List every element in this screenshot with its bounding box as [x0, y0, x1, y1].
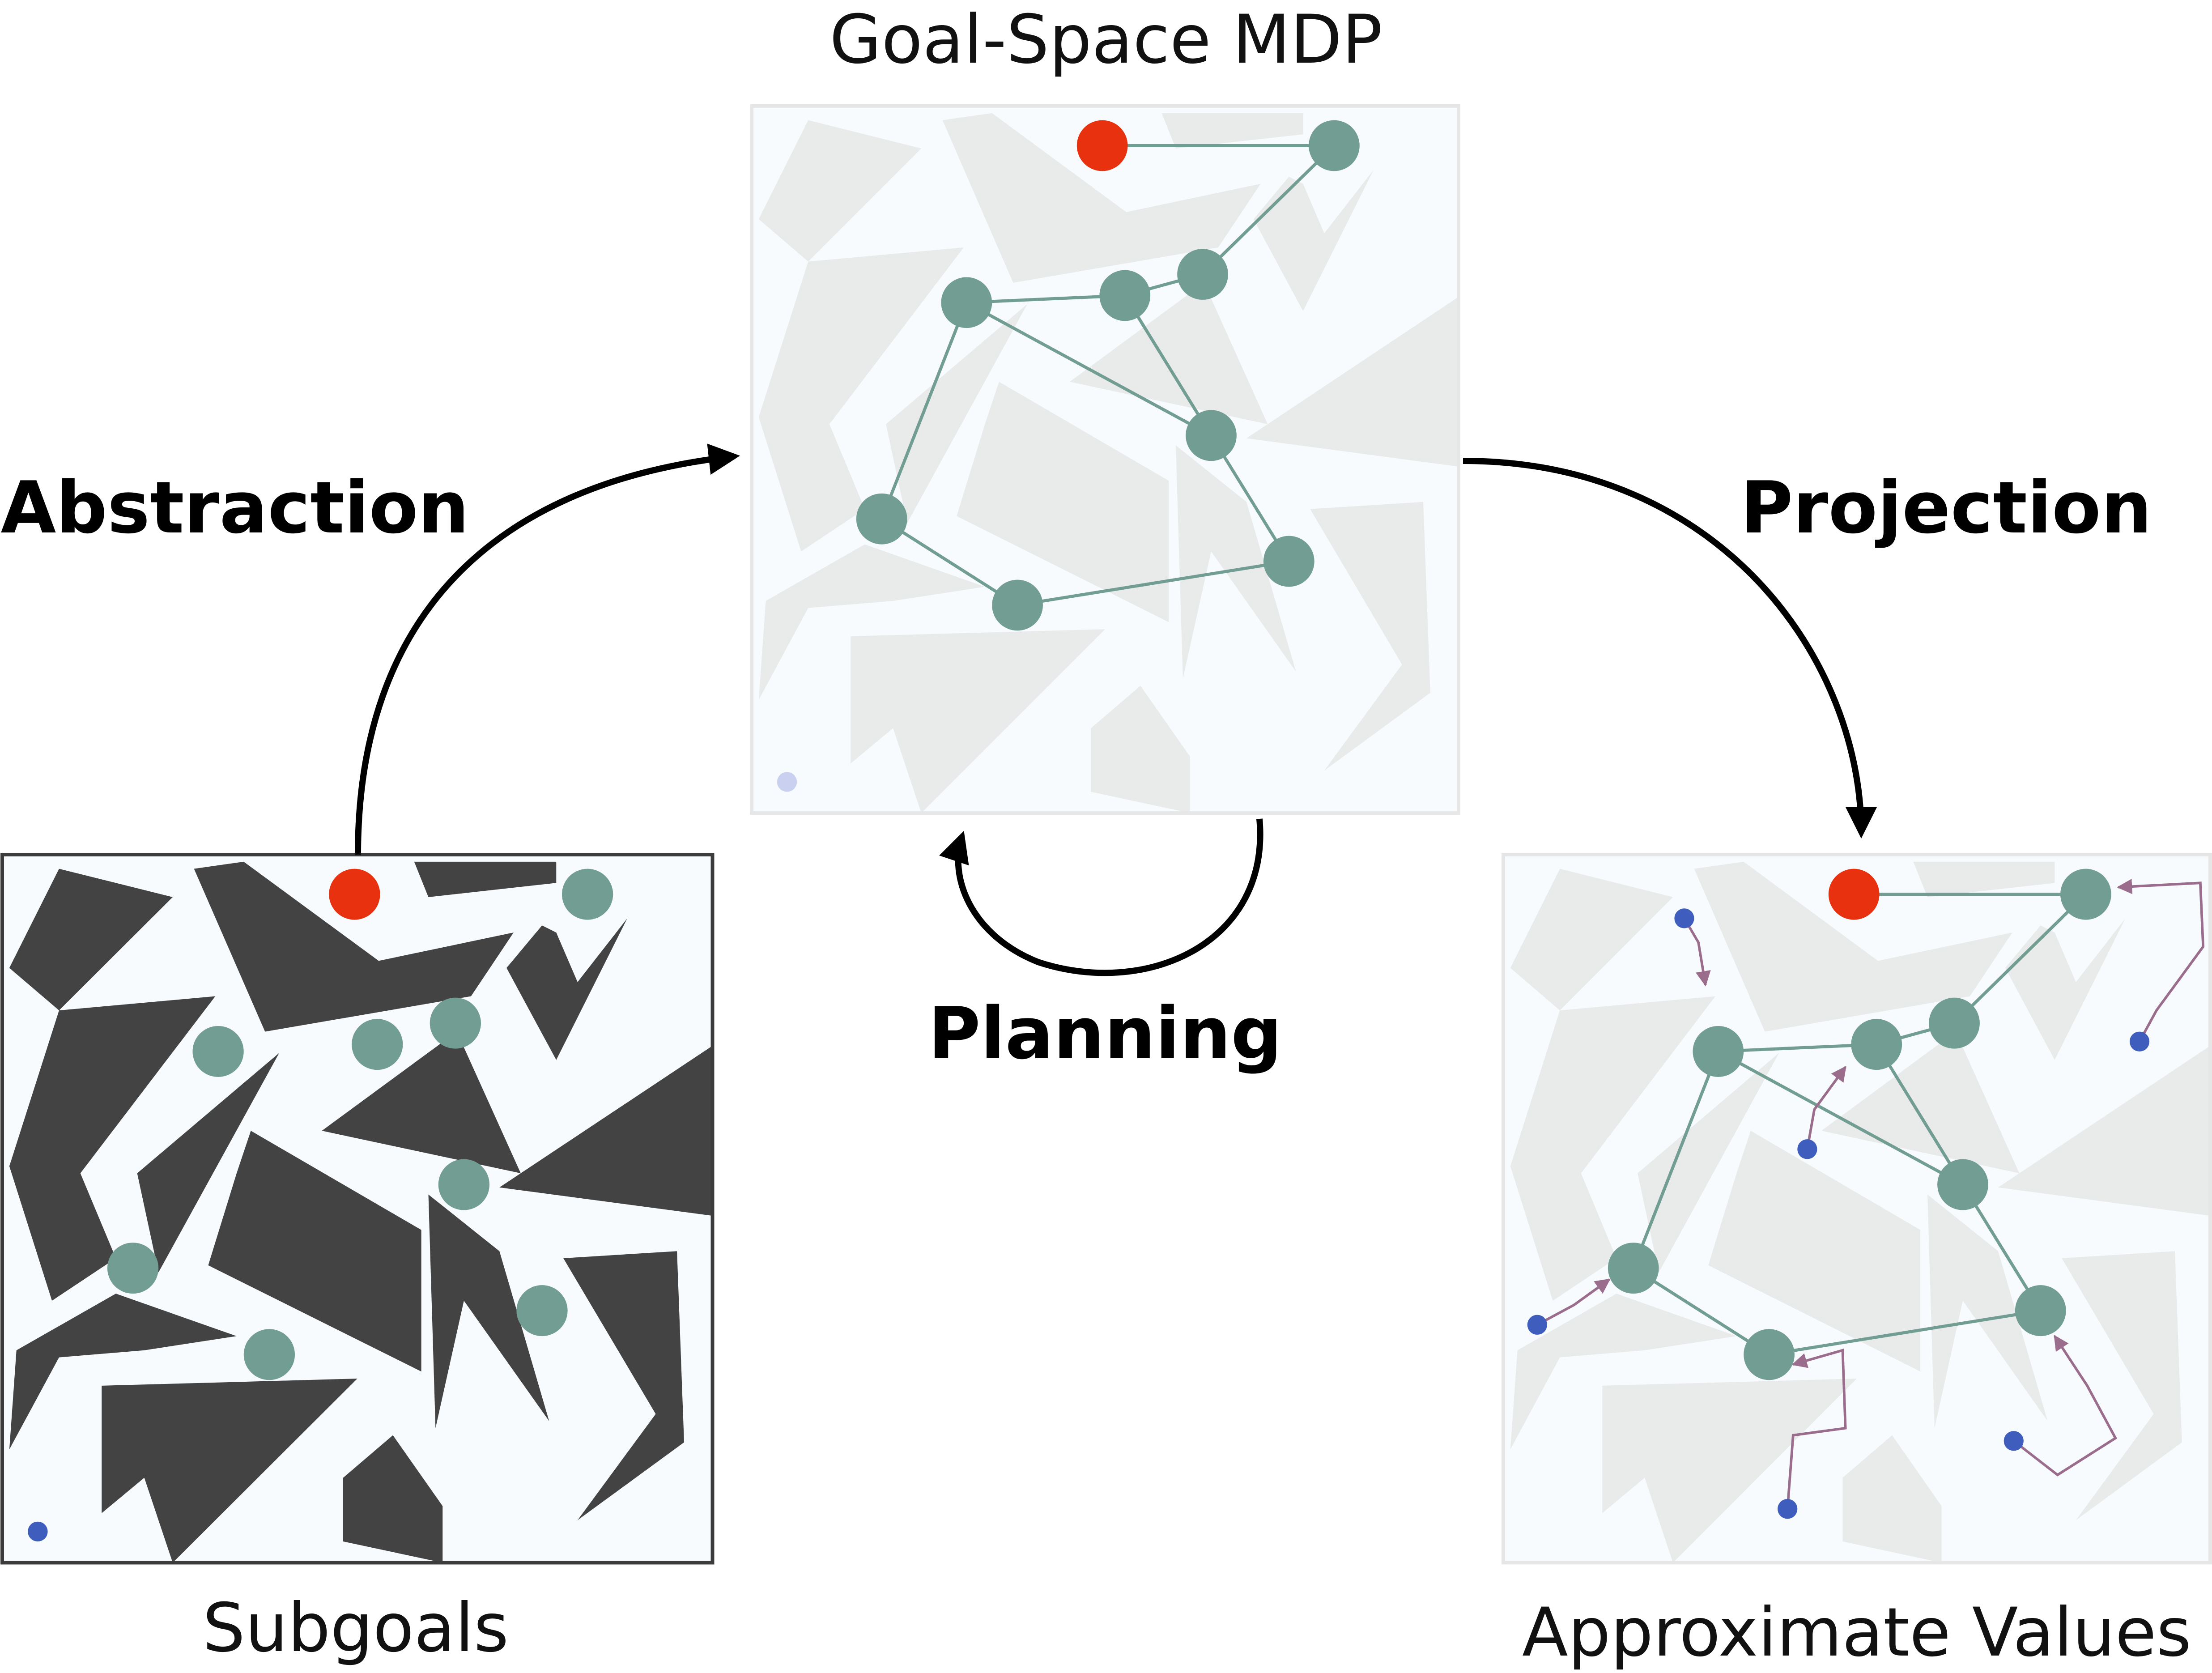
- projection-arrow: [1786, 1349, 1847, 1509]
- subgoals-panel: [0, 853, 715, 1565]
- subgoal-node: [516, 1285, 568, 1337]
- mdp-edges: [880, 144, 1336, 607]
- projection-arrow: [1806, 1065, 1847, 1149]
- subgoal-nodes: [107, 868, 613, 1380]
- sample-state: [1674, 908, 1694, 928]
- subgoal-node: [562, 868, 613, 920]
- values-node: [1744, 1329, 1795, 1380]
- values-node: [1851, 1019, 1902, 1070]
- mdp-node: [1309, 120, 1360, 171]
- goal-space-mdp-title: Goal-Space MDP: [830, 1, 1382, 79]
- subgoal-node: [430, 997, 481, 1049]
- subgoal-node: [192, 1026, 244, 1077]
- values-panel-frame: [1502, 853, 2212, 1565]
- mdp-node: [1263, 536, 1314, 587]
- projection-arrow: [1536, 1278, 1611, 1326]
- projection-arrow: [2117, 879, 2205, 1043]
- mdp-node: [1099, 270, 1151, 321]
- values-nodes: [1608, 868, 2111, 1380]
- goal-space-mdp-panel: [750, 104, 1460, 815]
- sample-state: [1527, 1315, 1547, 1335]
- subgoal-node: [352, 1019, 403, 1070]
- mdp-node: [856, 493, 907, 545]
- abstraction-label: Abstraction: [1, 466, 469, 549]
- goal-marker: [1828, 868, 1880, 920]
- start-marker-faded: [777, 772, 797, 792]
- subgoal-node: [438, 1159, 490, 1210]
- start-marker: [28, 1521, 48, 1542]
- mdp-node: [1186, 410, 1237, 461]
- projection-arrow: [2013, 1335, 2118, 1477]
- approximate-values-panel: [1502, 853, 2212, 1565]
- projection-arrow-main: [1463, 458, 1877, 839]
- projection-arrows: [1536, 879, 2205, 1509]
- values-node: [1693, 1026, 1744, 1077]
- projection-label: Projection: [1740, 466, 2152, 549]
- subgoal-node: [243, 1329, 295, 1380]
- planning-label: Planning: [928, 992, 1282, 1075]
- values-node: [1937, 1159, 1988, 1210]
- sample-state: [2129, 1031, 2150, 1051]
- mdp-node: [941, 277, 992, 328]
- goal-marker: [329, 868, 380, 920]
- goal-marker: [1076, 120, 1128, 171]
- sample-state: [1778, 1499, 1798, 1519]
- subgoals-title: Subgoals: [203, 1589, 509, 1667]
- approximate-values-title: Approximate Values: [1522, 1594, 2191, 1672]
- abstraction-arrow: [355, 443, 740, 855]
- mdp-nodes: [856, 120, 1360, 631]
- values-node: [2060, 868, 2111, 920]
- mdp-panel-frame: [750, 104, 1460, 815]
- values-node: [1929, 997, 1980, 1049]
- sample-state: [1797, 1139, 1817, 1159]
- values-node: [2015, 1285, 2066, 1337]
- mdp-node: [1177, 249, 1228, 300]
- planning-loop-arrow: [939, 818, 1263, 976]
- mdp-node: [992, 579, 1043, 631]
- sample-states: [1527, 908, 2150, 1519]
- subgoal-node: [107, 1243, 159, 1294]
- values-node: [1608, 1243, 1659, 1294]
- sample-state: [2004, 1431, 2024, 1451]
